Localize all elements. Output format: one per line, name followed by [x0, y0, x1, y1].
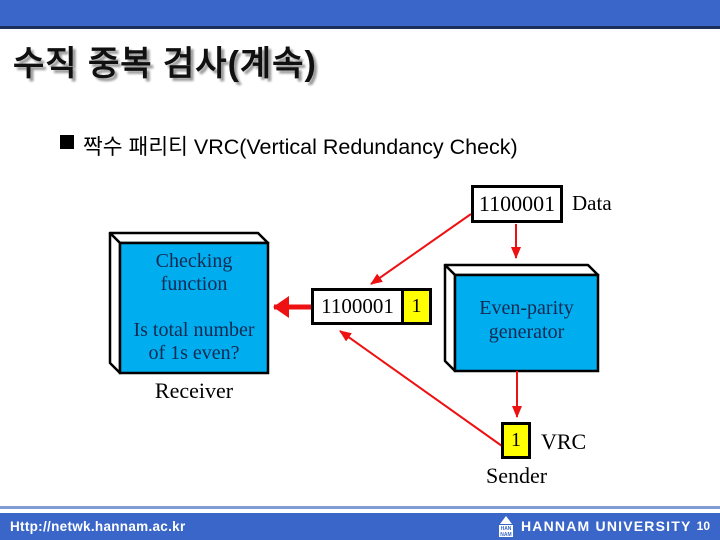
arrow-data-to-transmitted-unit	[370, 213, 472, 285]
receiver-label: Receiver	[154, 378, 234, 403]
logo-text-1: HAN	[501, 526, 512, 532]
generator-line1: Even-parity	[479, 297, 574, 319]
sender-label: Sender	[486, 463, 548, 488]
checking-line2: function	[160, 273, 228, 295]
transmitted-data-box: 1100001	[311, 288, 404, 325]
data-label: Data	[572, 191, 612, 215]
arrow-vrc-to-transmitted-unit	[339, 330, 503, 447]
data-unit-box: 1100001	[471, 185, 563, 223]
footer-university-name: HANNAM UNIVERSITY	[521, 518, 692, 534]
generator-box-3d	[443, 263, 600, 373]
vrc-label: VRC	[541, 429, 587, 454]
bullet-item: 짝수 패리티 VRC(Vertical Redundancy Check)	[60, 130, 518, 161]
vrc-bit-value: 1	[511, 429, 521, 451]
slide-title: 수직 중복 검사(계속)	[13, 45, 317, 83]
vrc-bit-box: 1	[501, 422, 531, 459]
footer-bar	[0, 513, 720, 540]
transmitted-parity-value: 1	[411, 295, 422, 317]
university-logo-icon: HAN NAM	[499, 516, 513, 538]
checking-line1: Checking	[155, 250, 233, 272]
bullet-text: 짝수 패리티 VRC(Vertical Redundancy Check)	[83, 135, 518, 159]
page-number: 10	[696, 519, 710, 533]
data-unit-value: 1100001	[478, 191, 556, 216]
question-line1: Is total number	[133, 319, 255, 341]
footer-url: Http://netwk.hannam.ac.kr	[10, 519, 186, 534]
checking-function-text: Checking function	[120, 250, 268, 296]
transmitted-parity-box: 1	[401, 288, 432, 325]
transmitted-data-value: 1100001	[321, 294, 394, 318]
generator-line2: generator	[488, 321, 565, 343]
logo-text-2: NAM	[500, 532, 511, 538]
question-line2: of 1s even?	[148, 342, 240, 364]
generator-text: Even-parity generator	[455, 296, 598, 344]
receiver-box-3d	[108, 231, 270, 375]
footer-divider-line	[0, 506, 720, 509]
even-question-text: Is total number of 1s even?	[114, 319, 274, 365]
bullet-square-icon	[60, 135, 74, 149]
top-accent-bar	[0, 0, 720, 29]
